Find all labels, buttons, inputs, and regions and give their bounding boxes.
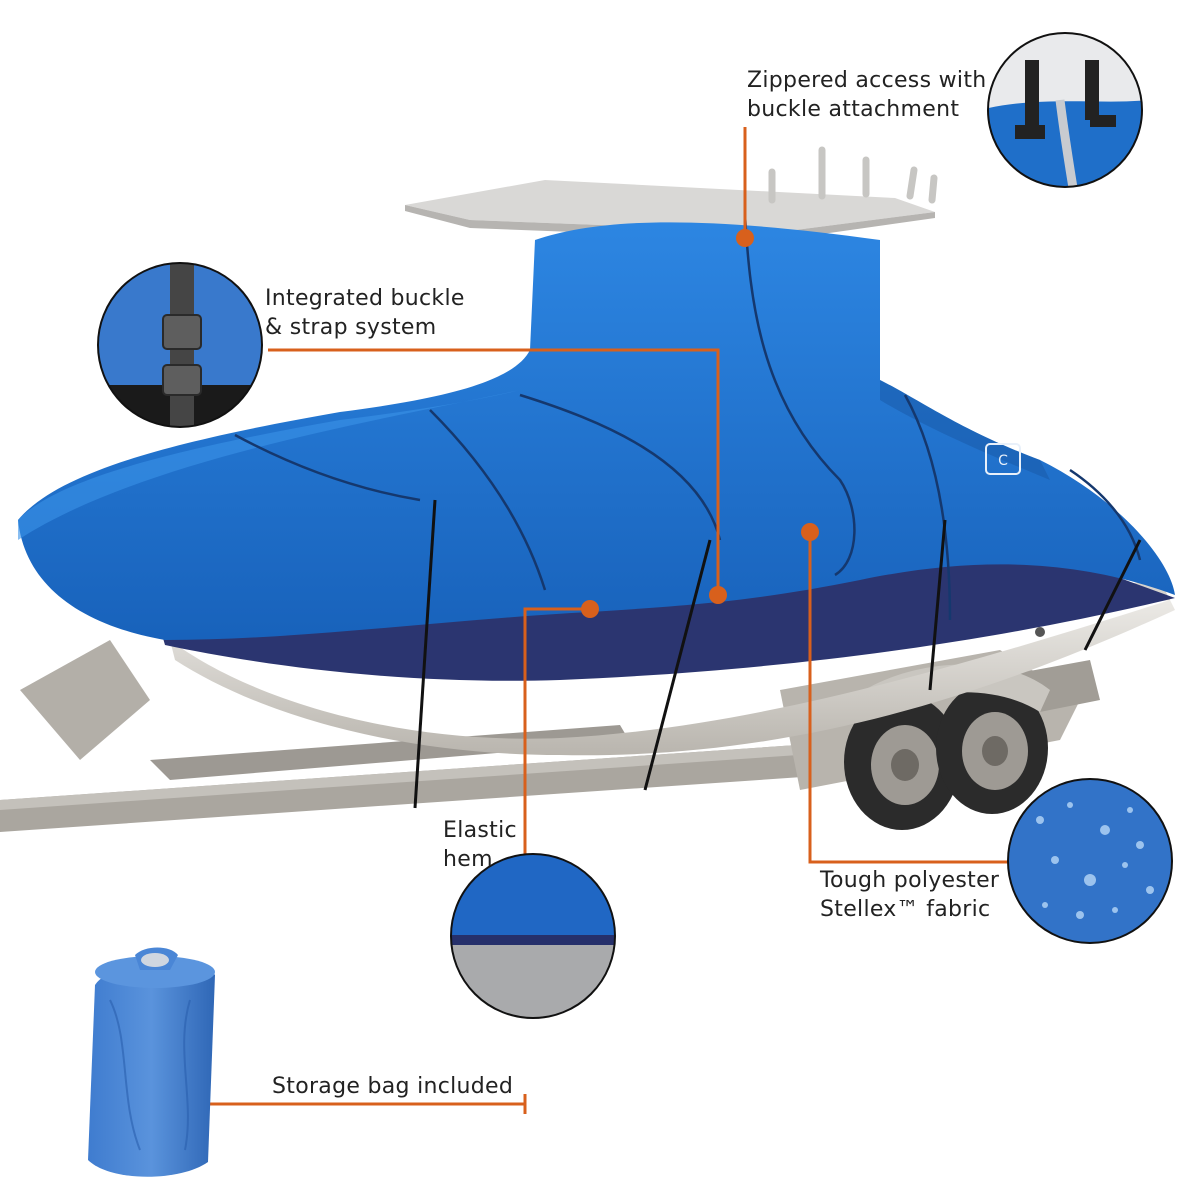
buckle-strap-label: Integrated buckle & strap system <box>265 286 465 340</box>
storage-bag <box>88 947 215 1177</box>
buckle-detail-inset <box>97 262 263 428</box>
cover-navy-band <box>160 554 1175 681</box>
boat-cover <box>18 214 1175 809</box>
zippered-access-label: Zippered access with buckle attachment <box>747 68 987 122</box>
elastic-hem-label: Elastic hem <box>443 818 517 872</box>
storage-bag-label: Storage bag included <box>272 1074 514 1099</box>
callout-leaders <box>178 127 1008 1114</box>
svg-text:C: C <box>998 453 1008 469</box>
zipper-detail-inset <box>987 32 1143 188</box>
fabric-detail-inset <box>1007 778 1173 944</box>
hem-detail-inset <box>450 853 616 1019</box>
brand-logo: C <box>985 443 1021 475</box>
fabric-label: Tough polyester Stellex™ fabric <box>820 868 1000 922</box>
